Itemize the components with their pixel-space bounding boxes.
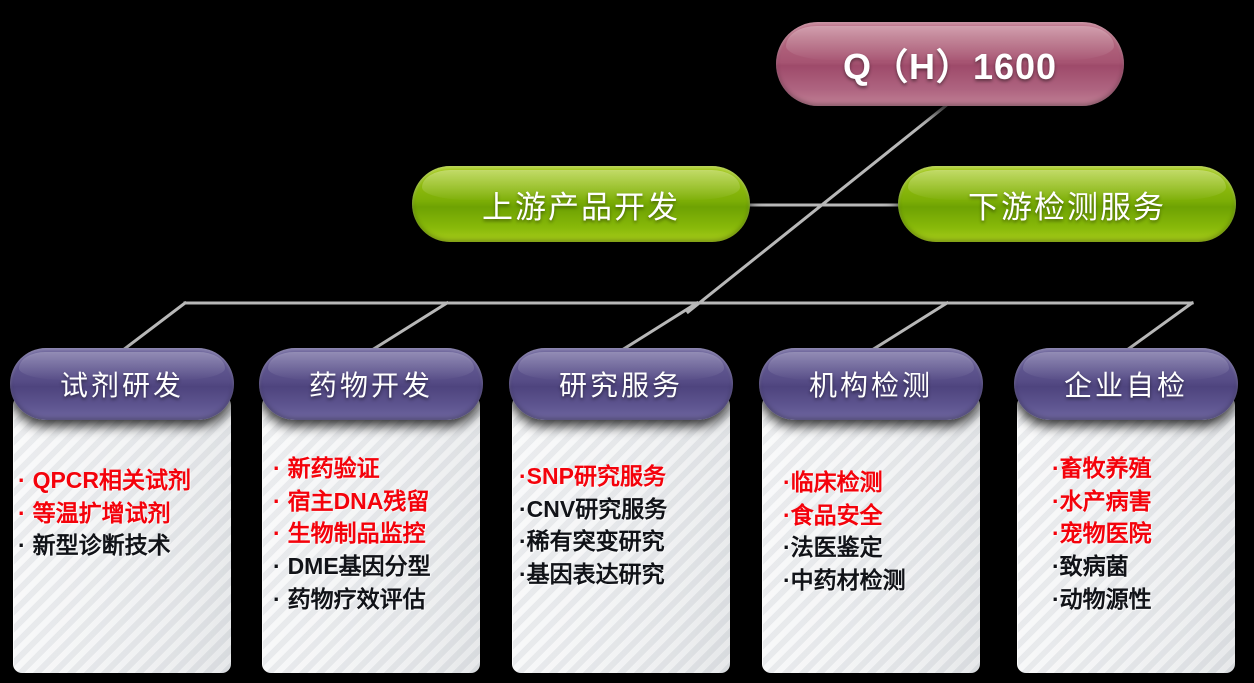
node-upstream[interactable]: 上游产品开发: [412, 166, 750, 242]
card-research-service[interactable]: 研究服务 ·SNP研究服务 ·CNV研究服务 ·稀有突变研究 ·基因表达研究: [509, 348, 733, 673]
card-item-list: ·QPCR相关试剂 ·等温扩增试剂 ·新型诊断技术: [18, 464, 236, 562]
list-item: ·DME基因分型: [273, 552, 431, 579]
card-item-list: ·临床检测 ·食品安全 ·法医鉴定 ·中药材检测: [783, 466, 1001, 597]
node-downstream[interactable]: 下游检测服务: [898, 166, 1236, 242]
card-body: [262, 396, 480, 673]
connector-drop-1: [120, 300, 188, 353]
card-item-list: ·SNP研究服务 ·CNV研究服务 ·稀有突变研究 ·基因表达研究: [519, 460, 737, 591]
card-header[interactable]: 企业自检: [1014, 348, 1238, 420]
card-header[interactable]: 药物开发: [259, 348, 483, 420]
card-reagent-rd[interactable]: 试剂研发 ·QPCR相关试剂 ·等温扩增试剂 ·新型诊断技术: [10, 348, 234, 673]
list-item: ·SNP研究服务: [519, 463, 666, 489]
list-item: ·药物疗效评估: [273, 585, 426, 612]
list-item: ·新型诊断技术: [18, 532, 171, 559]
connector-drop-2: [369, 300, 450, 353]
card-header[interactable]: 试剂研发: [10, 348, 234, 420]
card-title: 研究服务: [558, 370, 683, 401]
list-item: ·动物源性: [1052, 585, 1152, 612]
card-body: [1017, 396, 1235, 673]
card-item-list: ·畜牧养殖 ·水产病害 ·宠物医院 ·致病菌 ·动物源性: [1052, 452, 1254, 615]
card-enterprise-selftest[interactable]: 企业自检 ·畜牧养殖 ·水产病害 ·宠物医院 ·致病菌 ·动物源性: [1014, 348, 1238, 673]
list-item: ·CNV研究服务: [519, 495, 668, 522]
list-item: ·宠物医院: [1052, 520, 1152, 547]
root-node[interactable]: Q（H）1600: [776, 22, 1124, 106]
list-item: ·水产病害: [1052, 487, 1152, 514]
list-item: ·QPCR相关试剂: [18, 467, 192, 493]
card-title: 机构检测: [808, 370, 933, 401]
list-item: ·致病菌: [1052, 552, 1129, 579]
list-item: ·等温扩增试剂: [18, 499, 171, 526]
list-item: ·宿主DNA残留: [273, 487, 430, 514]
connector-drop-3: [619, 300, 700, 353]
card-body: [13, 396, 231, 673]
card-item-list: ·新药验证 ·宿主DNA残留 ·生物制品监控 ·DME基因分型 ·药物疗效评估: [273, 452, 491, 615]
card-title: 试剂研发: [59, 370, 184, 401]
card-body: [512, 396, 730, 673]
root-node-label: Q（H）1600: [842, 46, 1058, 87]
card-title: 企业自检: [1063, 370, 1188, 401]
card-drug-development[interactable]: 药物开发 ·新药验证 ·宿主DNA残留 ·生物制品监控 ·DME基因分型 ·药物…: [259, 348, 483, 673]
list-item: ·法医鉴定: [783, 534, 883, 561]
connector-drop-4: [869, 300, 950, 353]
node-upstream-label: 上游产品开发: [482, 189, 680, 225]
list-item: ·新药验证: [273, 455, 380, 481]
card-institution-testing[interactable]: 机构检测 ·临床检测 ·食品安全 ·法医鉴定 ·中药材检测: [759, 348, 983, 673]
list-item: ·生物制品监控: [273, 520, 426, 547]
list-item: ·食品安全: [783, 501, 883, 528]
connector-drop-5: [1124, 300, 1195, 353]
node-downstream-label: 下游检测服务: [968, 189, 1166, 225]
list-item: ·畜牧养殖: [1052, 455, 1152, 481]
card-header[interactable]: 研究服务: [509, 348, 733, 420]
list-item: ·临床检测: [783, 469, 883, 495]
list-item: ·中药材检测: [783, 566, 906, 593]
list-item: ·稀有突变研究: [519, 528, 665, 555]
card-header[interactable]: 机构检测: [759, 348, 983, 420]
list-item: ·基因表达研究: [519, 560, 665, 587]
card-body: [762, 396, 980, 673]
card-title: 药物开发: [308, 370, 433, 401]
